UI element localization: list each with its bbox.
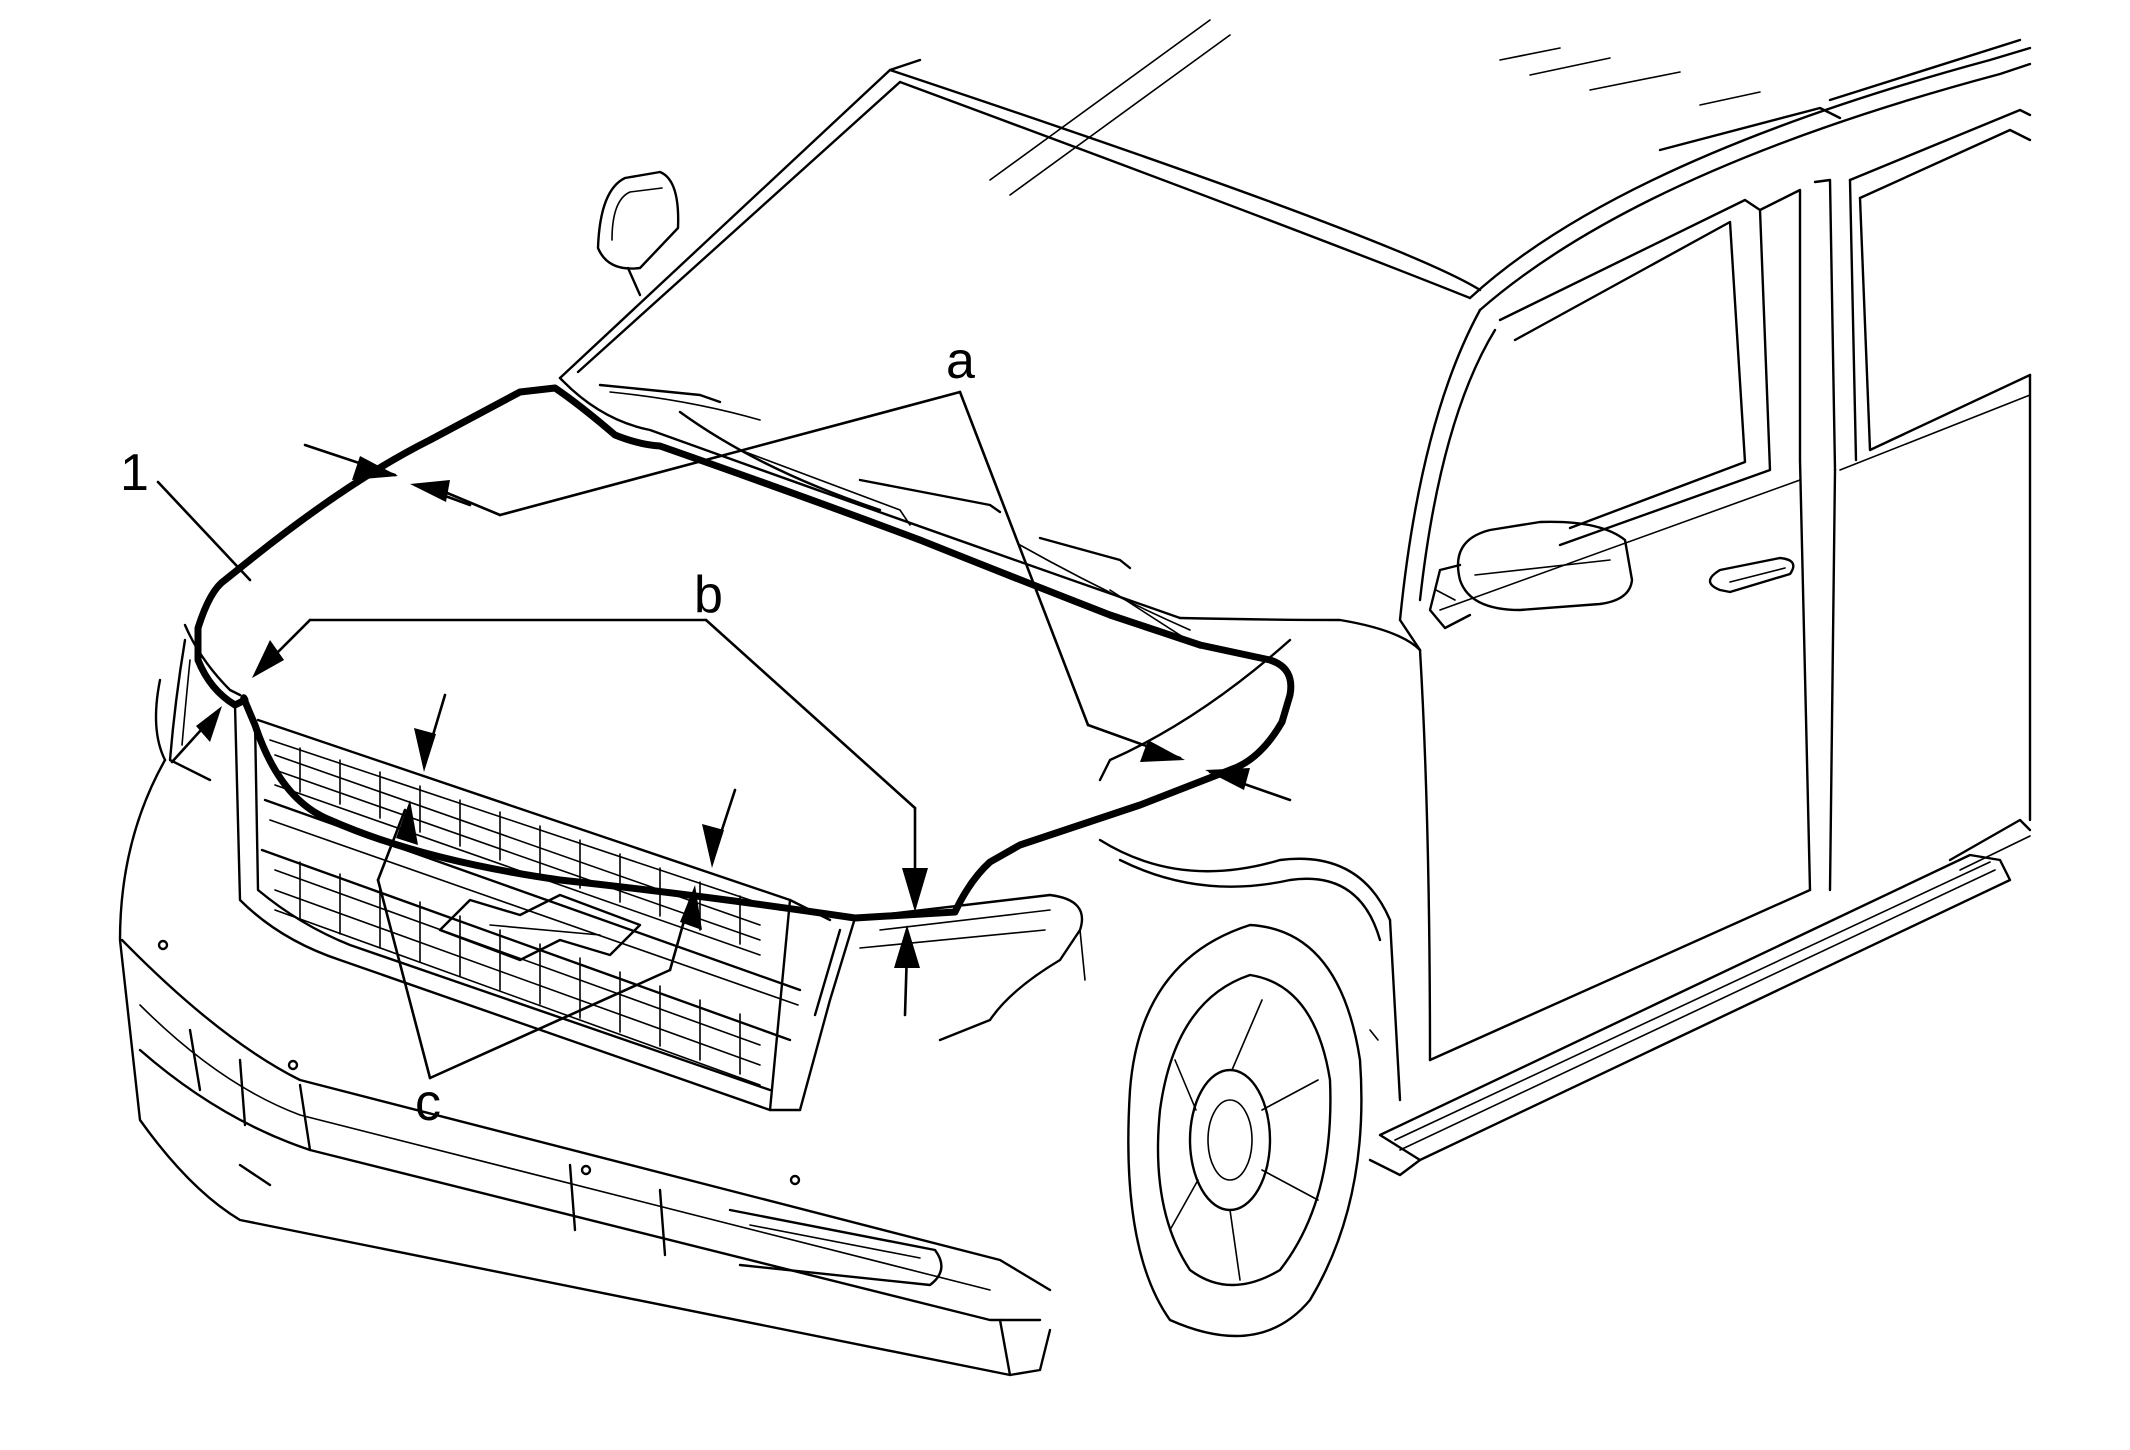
callout-a-leaders bbox=[303, 390, 1292, 802]
rear-door bbox=[1839, 108, 2032, 822]
vehicle-line-art bbox=[118, 19, 2032, 1377]
callout-a-label: a bbox=[946, 332, 975, 390]
running-board bbox=[1368, 818, 2032, 1177]
callout-b-label: b bbox=[694, 566, 723, 624]
headlamp-right bbox=[798, 893, 1086, 1112]
hood-outline-part-1 bbox=[194, 384, 1295, 922]
roof bbox=[1468, 38, 2032, 312]
arrow-c-left-up bbox=[396, 800, 418, 845]
arrow-b-left-in bbox=[252, 640, 284, 678]
arrow-b-right-in bbox=[902, 868, 928, 912]
callout-1-leader bbox=[156, 480, 252, 582]
callout-b-leaders bbox=[170, 618, 928, 1017]
grille bbox=[233, 703, 832, 1112]
arrow-a-lower-right-in bbox=[1140, 740, 1185, 762]
arrow-b-right-out bbox=[894, 925, 920, 968]
mirror-near-side bbox=[1428, 520, 1634, 630]
callout-1-label: 1 bbox=[120, 444, 149, 502]
arrow-c-right-up bbox=[680, 885, 702, 930]
arrow-c-right-down bbox=[702, 824, 724, 868]
front-fender bbox=[1098, 616, 1422, 1102]
windshield bbox=[558, 19, 1482, 380]
front-door bbox=[1398, 178, 1837, 1062]
arrow-a-upper-left-in bbox=[352, 456, 398, 480]
mirror-far-side bbox=[596, 170, 680, 297]
arrow-b-left-out bbox=[196, 706, 222, 742]
headlamp-left bbox=[154, 623, 242, 782]
callout-c-leaders bbox=[376, 693, 737, 1080]
arrow-a-lower-right-out bbox=[1205, 768, 1250, 790]
front-wheel bbox=[1127, 923, 1363, 1338]
callout-c-label: c bbox=[415, 1074, 441, 1132]
arrow-c-left-down bbox=[414, 728, 436, 772]
door-handle bbox=[1708, 556, 1795, 594]
cowl-and-wipers bbox=[558, 376, 1201, 649]
arrow-a-upper-left-out bbox=[410, 480, 450, 502]
front-bumper bbox=[118, 758, 1052, 1377]
